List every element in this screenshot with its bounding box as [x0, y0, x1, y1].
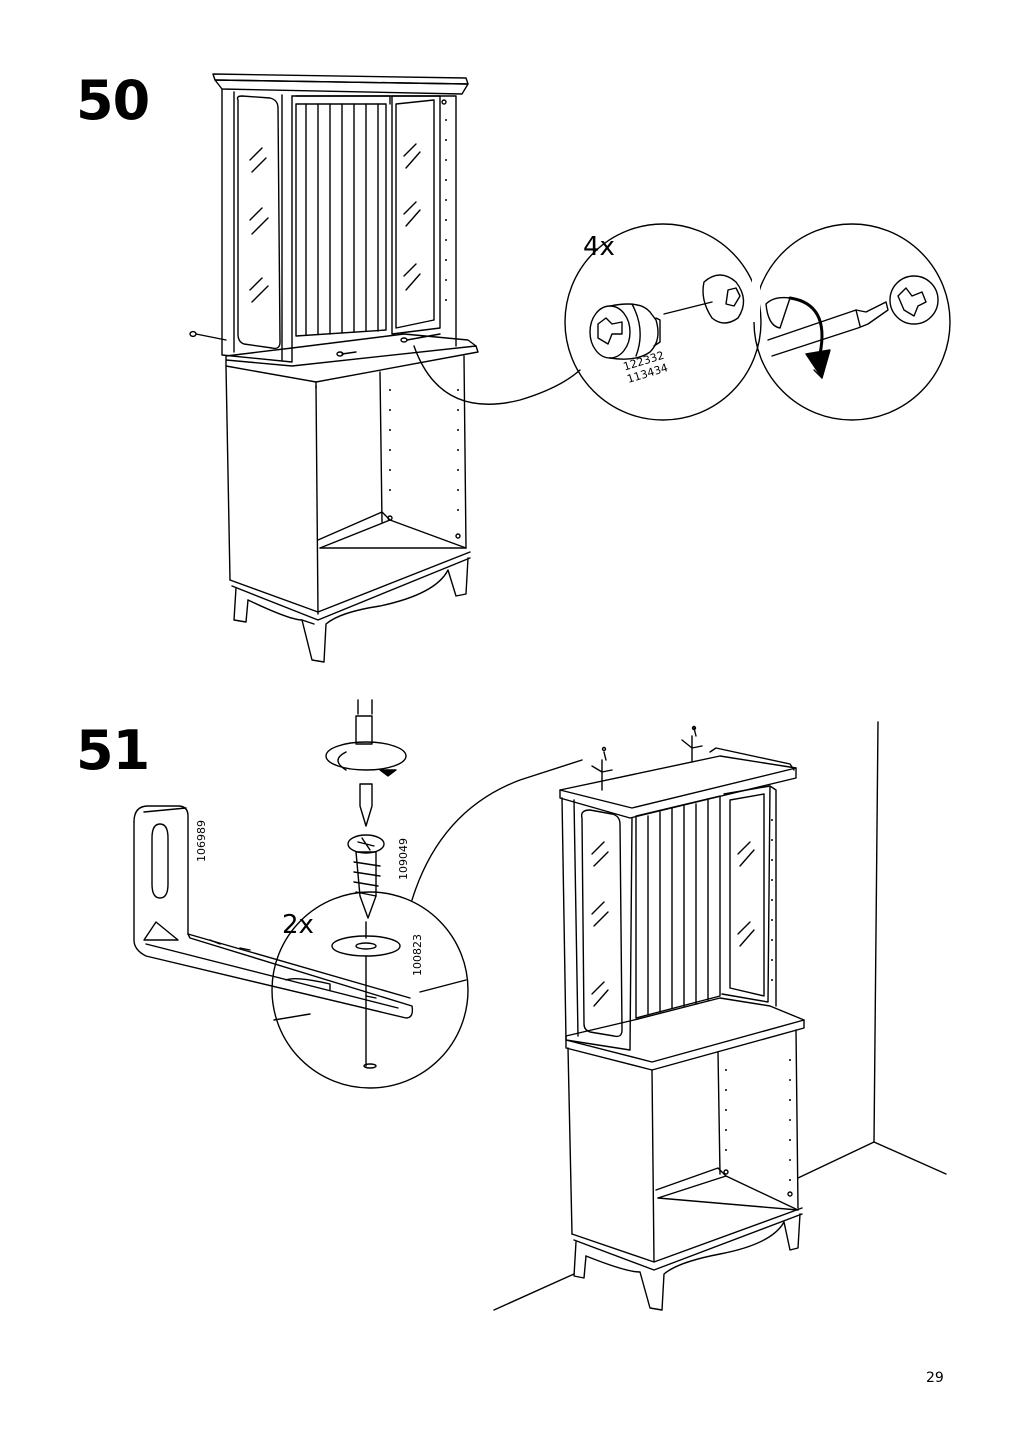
- part-number-label: 106989: [195, 820, 208, 862]
- screwdriver-icon: [766, 276, 938, 378]
- cam-lock-icon: [590, 275, 744, 359]
- wall-bracket-icon: [134, 806, 412, 1018]
- step-51-callout-line: [412, 760, 582, 900]
- screwdriver-handle: [358, 700, 372, 714]
- screw-icon: [326, 716, 406, 1068]
- part-number-label: 109049: [397, 838, 410, 880]
- step-51-detail-circle: [272, 892, 468, 1088]
- wall-lines: [494, 722, 946, 1310]
- step-50-quantity: 4x: [583, 232, 615, 262]
- step-51-number: 51: [76, 719, 150, 782]
- step-50-number: 50: [76, 69, 150, 132]
- step-51-quantity: 2x: [282, 910, 314, 940]
- ceiling-edge-lines: [274, 980, 466, 1020]
- step-50-detail-circle-2: [754, 224, 950, 420]
- page-number: 29: [926, 1370, 944, 1386]
- part-number-label: 100823: [411, 934, 424, 976]
- step-50-detail-circle-1: [565, 224, 761, 420]
- step-50-callout-line: [414, 346, 580, 404]
- step-50-cabinet: [190, 74, 478, 662]
- step-51-cabinet: [560, 727, 804, 1311]
